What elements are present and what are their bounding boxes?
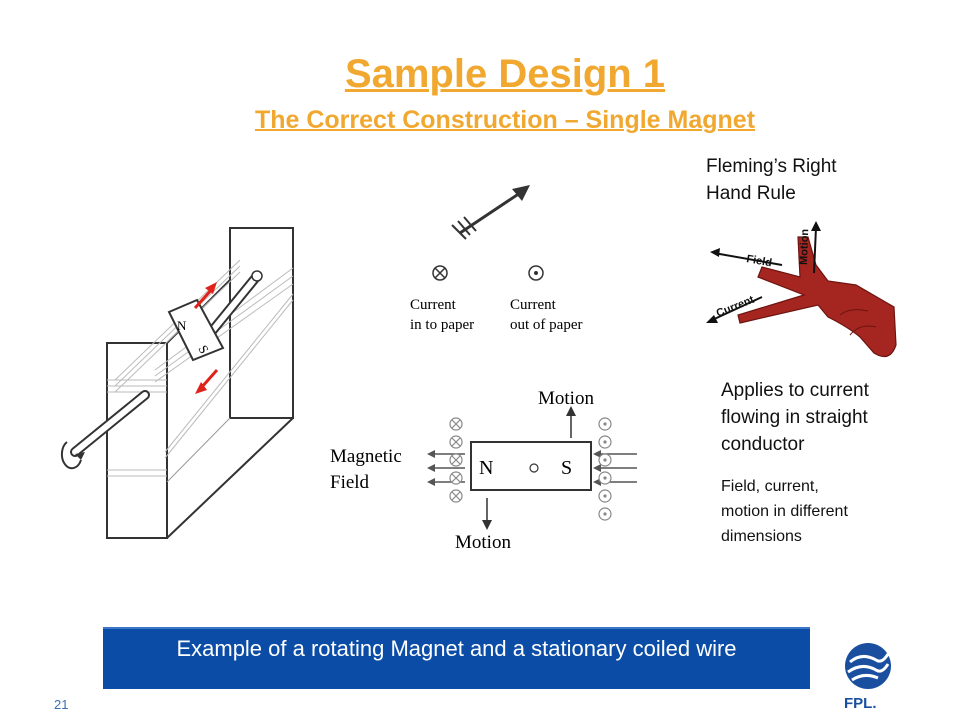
rule-heading-line2: Hand Rule [706,183,796,204]
conductor-into-column [449,417,463,503]
field-label-line1: Magnetic [330,446,402,467]
fpl-logo: FPL. [844,643,891,712]
rule-detail-line1: Field, current, [721,478,819,495]
field-pole-n: N [479,457,493,479]
right-hand-illustration: Motion Field Current [706,221,897,358]
rule-heading: Fleming’s Right Hand Rule [706,153,837,207]
rule-note-line2: flowing in straight [721,407,868,428]
rule-detail: Field, current, motion in different dime… [721,474,848,549]
feathered-arrow-icon [451,185,530,240]
legend-out-line1: Current [510,297,557,313]
rule-note-line3: conductor [721,434,805,455]
current-legend: Current in to paper Current out of paper [410,185,582,333]
motion-label-top: Motion [538,388,594,409]
rule-note-line1: Applies to current [721,380,869,401]
legend-into-line2: in to paper [410,317,474,333]
slide-title: Sample Design 1 [344,52,666,96]
slide-subtitle: The Correct Construction – Single Magnet [254,106,756,134]
motion-label-bottom: Motion [455,532,511,553]
fpl-logo-text: FPL. [844,695,877,712]
caption-text: Example of a rotating Magnet and a stati… [176,636,737,661]
caption-banner: Example of a rotating Magnet and a stati… [103,627,810,689]
magnet-pole-n: N [177,318,187,333]
current-arrow-down [195,369,219,394]
field-label-line2: Field [330,472,370,493]
hand-icon [737,236,897,358]
current-arrow-up [193,282,217,310]
hand-label-field: Field [745,253,772,269]
legend-into-line1: Current [410,297,457,313]
current-into-icon [432,265,448,281]
rule-detail-line3: dimensions [721,528,802,545]
legend-out-line2: out of paper [510,317,582,333]
current-out-icon [528,265,544,281]
rule-heading-line1: Fleming’s Right [706,156,837,177]
field-pole-s: S [561,457,572,479]
rule-detail-line2: motion in different [721,503,848,520]
rule-note: Applies to current flowing in straight c… [721,377,869,458]
magnetic-field-diagram: Motion Magnetic Field N S [330,388,637,553]
hand-label-motion: Motion [798,228,811,265]
page-number: 21 [54,697,69,712]
generator-diagram: N S [60,227,294,539]
